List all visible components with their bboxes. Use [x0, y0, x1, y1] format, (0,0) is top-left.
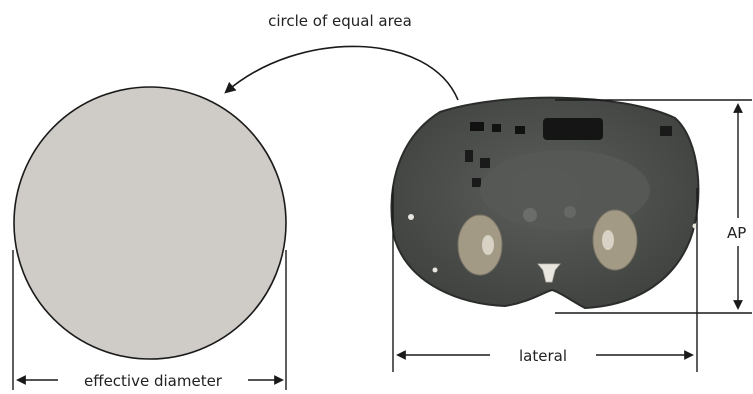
lateral-label: lateral — [519, 347, 567, 365]
bowel-gas-3 — [515, 126, 525, 134]
curved-arrow — [226, 46, 458, 100]
left-kidney — [458, 215, 502, 275]
right-kidney — [593, 210, 637, 270]
right-kidney-pelvis — [602, 230, 614, 250]
equal-area-circle — [14, 87, 286, 359]
bowel-gas-2 — [492, 124, 501, 132]
bowel-gas-7 — [660, 126, 672, 136]
ct-cross-section — [391, 98, 698, 308]
left-kidney-pelvis — [482, 235, 494, 255]
bowel-gas-4 — [465, 150, 473, 162]
aorta — [523, 208, 537, 222]
rib-1 — [408, 214, 414, 220]
equal-area-label: circle of equal area — [268, 12, 412, 30]
rib-2 — [433, 268, 438, 273]
bowel-gas-6 — [472, 178, 481, 187]
effective-diameter-label: effective diameter — [84, 372, 223, 390]
bowel-gas-1 — [470, 122, 484, 131]
ivc — [564, 206, 576, 218]
ap-label: AP — [727, 224, 746, 242]
stomach-gas — [543, 118, 603, 140]
bowel-gas-5 — [480, 158, 490, 168]
